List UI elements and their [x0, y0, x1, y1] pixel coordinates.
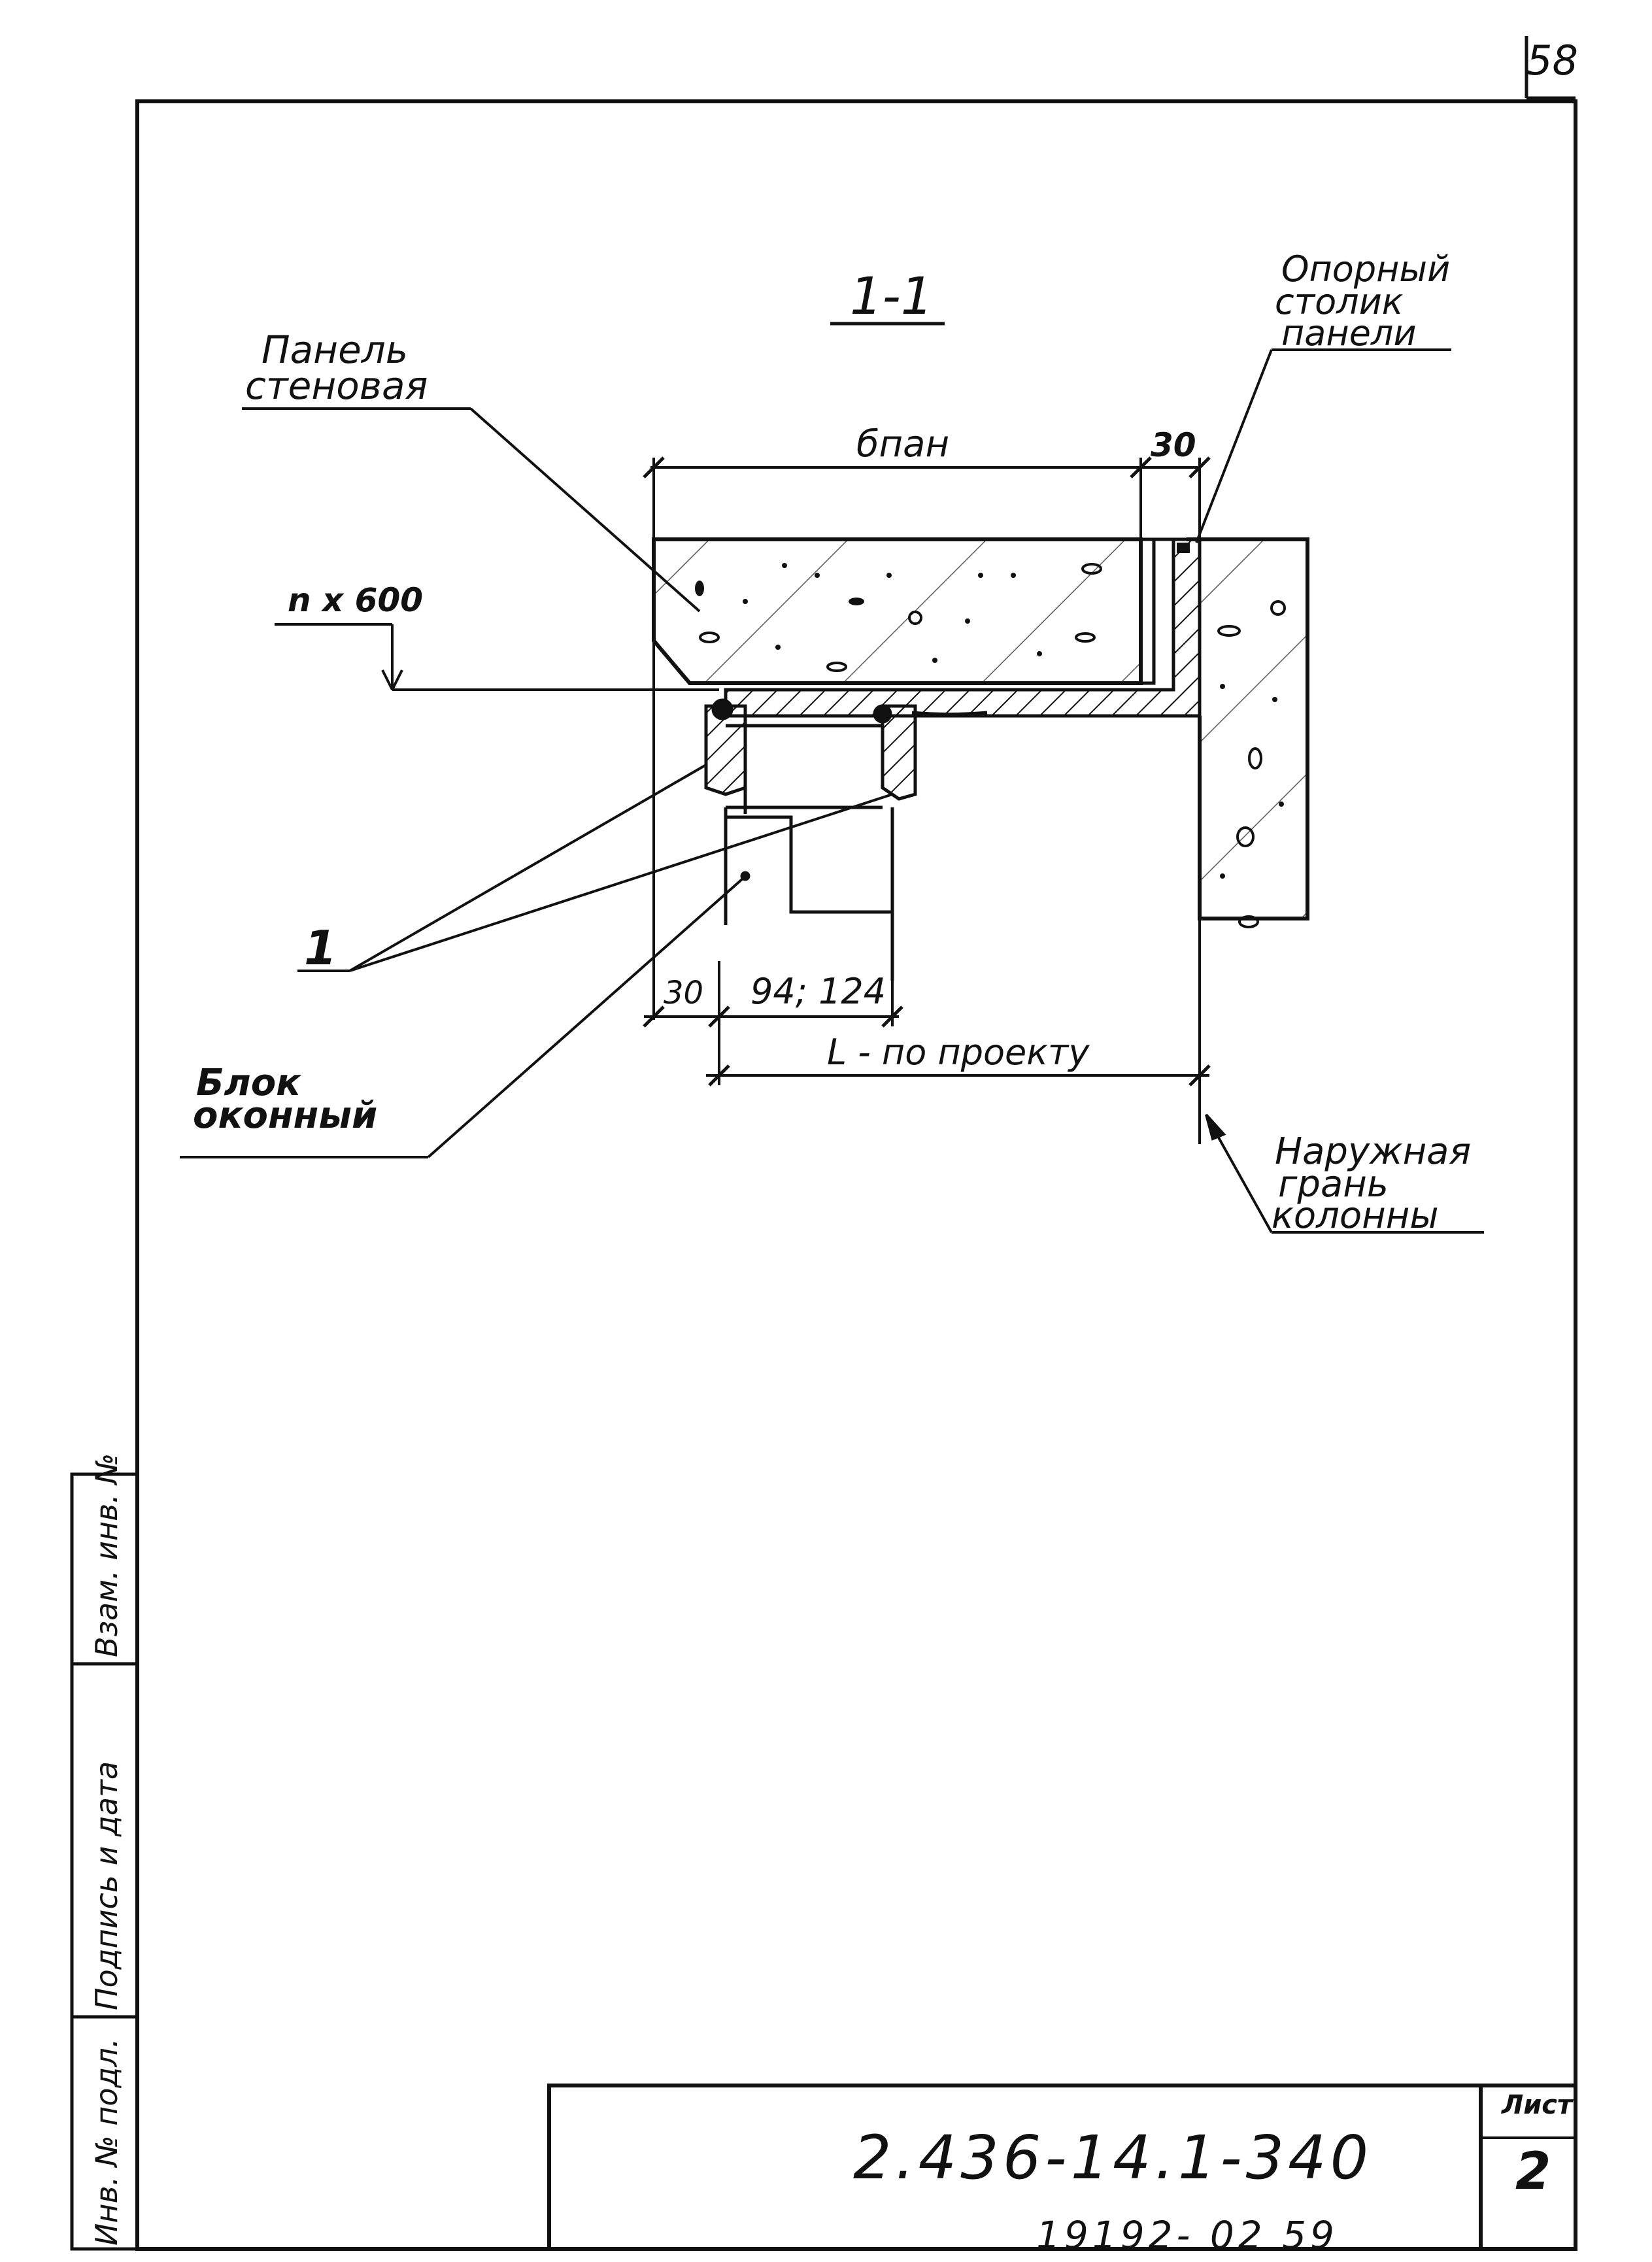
- dim-94-124-label: 94; 124: [750, 971, 886, 1012]
- outer-label-line1: Наружная: [1275, 1130, 1471, 1173]
- section-title: 1-1: [850, 267, 933, 326]
- window-block: [704, 698, 988, 981]
- panel-label-line1: Панель: [261, 328, 408, 372]
- dim-b-pan-label: бпан: [856, 423, 949, 465]
- page-number: 58: [1526, 37, 1578, 84]
- sheet-number: 2: [1515, 2142, 1551, 2201]
- stamp-signature-date: Подпись и дата: [89, 1761, 124, 2010]
- outer-label-line3: колонны: [1272, 1194, 1439, 1237]
- sheet-label: Лист: [1502, 2090, 1573, 2120]
- callout-1-label: 1: [304, 920, 337, 975]
- outer-face-leader: [1205, 1113, 1484, 1234]
- dimension-bottom: [643, 915, 1211, 1144]
- stamp-original-inventory: Инв. № подл.: [89, 2038, 124, 2246]
- level-mark-label: n x 600: [288, 581, 423, 619]
- callout-1-leaders: [297, 764, 893, 972]
- title-block: [547, 2084, 1577, 2251]
- dim-l-project-label: L - по проекту: [827, 1032, 1090, 1073]
- dim-30-top-label: 30: [1151, 426, 1196, 464]
- wall-panel: [652, 537, 1143, 685]
- column: [1187, 537, 1309, 928]
- outer-label-line2: грань: [1278, 1163, 1389, 1206]
- side-stamp: [70, 1472, 139, 2251]
- level-mark: [275, 623, 719, 691]
- dim-30-bottom-label: 30: [664, 975, 703, 1011]
- dimension-b-pan: [643, 456, 1211, 1020]
- support-label-line2: столик: [1275, 281, 1404, 322]
- document-code: 2.436-14.1-340: [853, 2123, 1373, 2193]
- panel-leader: [242, 407, 701, 613]
- support-label-line1: Опорный: [1281, 248, 1450, 290]
- stamp-replacement-inventory: Взам. инв. №: [89, 1453, 124, 1657]
- archive-code: 19192- 02 59: [1036, 2213, 1338, 2257]
- window-leader: [180, 878, 743, 1158]
- panel-label-line2: стеновая: [245, 363, 428, 408]
- window-label-line2: оконный: [193, 1094, 377, 1137]
- support-label-line3: панели: [1281, 312, 1417, 354]
- window-label-line1: Блок: [196, 1062, 302, 1104]
- support-leader: [1195, 348, 1451, 543]
